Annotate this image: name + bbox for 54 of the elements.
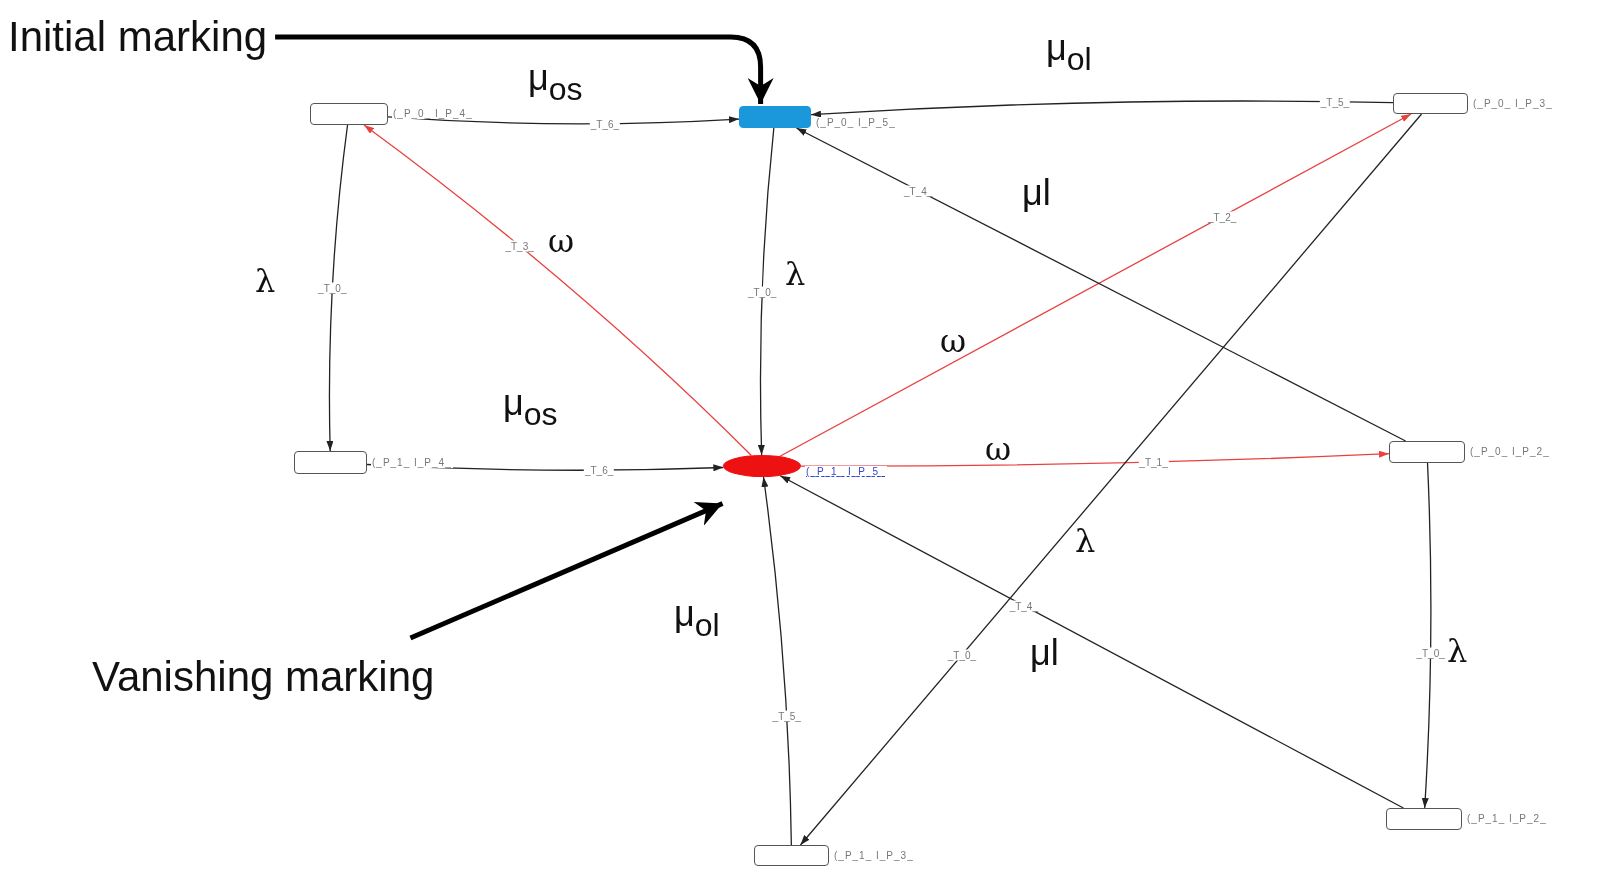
arc-arrow [779,475,1404,809]
edge-label: _T_0_ [746,286,778,297]
arc-arrow [761,476,792,846]
rate-label: μ$_{os}$ [528,60,583,105]
edge-label: _T_6_ [583,464,615,476]
rate-label: λ [1447,635,1468,667]
edge-label: _T_0_ [317,282,348,294]
marking-label: Initial marking [8,16,268,58]
place-label: (_P_1_ I_P_2_ [1466,813,1548,824]
marking-label: Vanishing marking [92,656,435,698]
rate-label: ω [985,433,1012,465]
edge-label: _T_4_ [1008,600,1039,612]
rate-label: μ$_{os}$ [503,385,558,430]
place-box [739,106,811,128]
place-box [310,103,388,125]
arc-arrow [810,100,1394,118]
edge-label: _T_2_ [1206,211,1238,222]
rate-label: ω [940,325,967,357]
arc-arrow [363,124,753,457]
place-label: (_P_0_ I_P_4_ [392,108,474,119]
place-box [754,845,829,866]
edge-label: _T_4_ [903,185,934,197]
arc-arrow [1421,462,1432,809]
pointer-arrow [275,34,774,104]
arc-arrow [800,450,1390,467]
edge-label: _T_5_ [771,710,802,722]
edge-label: _T_6_ [589,118,621,130]
rate-label: λ [785,258,806,290]
rate-label: μ$_{ol}$ [674,596,720,641]
edge-label: _T_5_ [1319,96,1351,108]
place-label: (_P_0_ I_P_3_ [1472,97,1554,109]
arc-arrow [757,127,775,456]
place-box [1386,808,1462,830]
rate-label: μ$_{ol}$ [1046,30,1092,75]
place-label: (_P_0_ I_P_2_ [1469,446,1551,457]
edge-label: _T_0_ [1415,647,1446,659]
pointer-arrow [409,501,724,641]
place-label: (_P_1_ I_P_3_ [833,849,915,861]
rate-label: λ [1075,525,1096,557]
place-box [1393,93,1468,114]
place-label: (_P_0_ I_P_5_ [815,117,897,128]
place-box [1389,441,1465,463]
place-label: (_P_1_ I_P_4_ [371,456,453,468]
rate-label: ω [548,225,575,257]
rate-label: λ [255,265,276,297]
rate-label: μl [1022,175,1051,211]
edge-label: _T_0_ [946,649,978,661]
place-box [294,451,367,474]
edge-label: _T_3_ [504,240,535,252]
place-label: (_P_1_ I_P_5_ [805,466,887,477]
arc-arrow [326,124,349,452]
rate-label: μl [1030,635,1059,671]
edge-label: _T_1_ [1138,456,1169,468]
arc-arrow [799,113,1423,846]
